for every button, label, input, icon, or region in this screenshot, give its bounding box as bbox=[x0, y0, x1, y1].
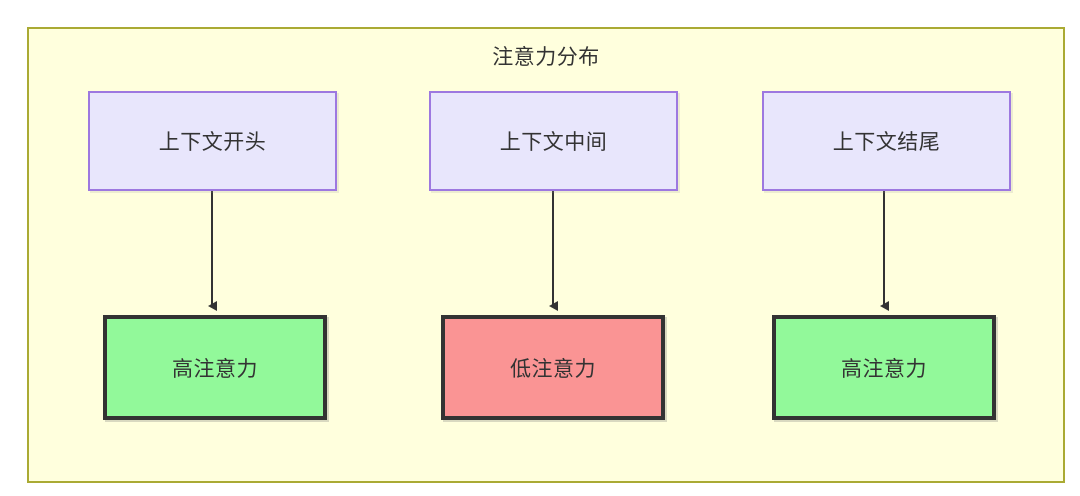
node-context-start[interactable]: 上下文开头 bbox=[88, 91, 337, 191]
subgraph-title: 注意力分布 bbox=[492, 46, 600, 69]
node-label: 高注意力 bbox=[841, 357, 927, 381]
node-attention-high-end[interactable]: 高注意力 bbox=[772, 315, 996, 420]
node-label: 低注意力 bbox=[510, 357, 596, 381]
node-label: 上下文结尾 bbox=[832, 131, 941, 154]
node-attention-high-start[interactable]: 高注意力 bbox=[103, 315, 327, 420]
node-attention-low-middle[interactable]: 低注意力 bbox=[441, 315, 665, 420]
node-label: 高注意力 bbox=[172, 357, 258, 381]
node-context-middle[interactable]: 上下文中间 bbox=[429, 91, 678, 191]
node-label: 上下文开头 bbox=[158, 131, 267, 154]
node-context-end[interactable]: 上下文结尾 bbox=[762, 91, 1011, 191]
node-label: 上下文中间 bbox=[499, 131, 608, 154]
